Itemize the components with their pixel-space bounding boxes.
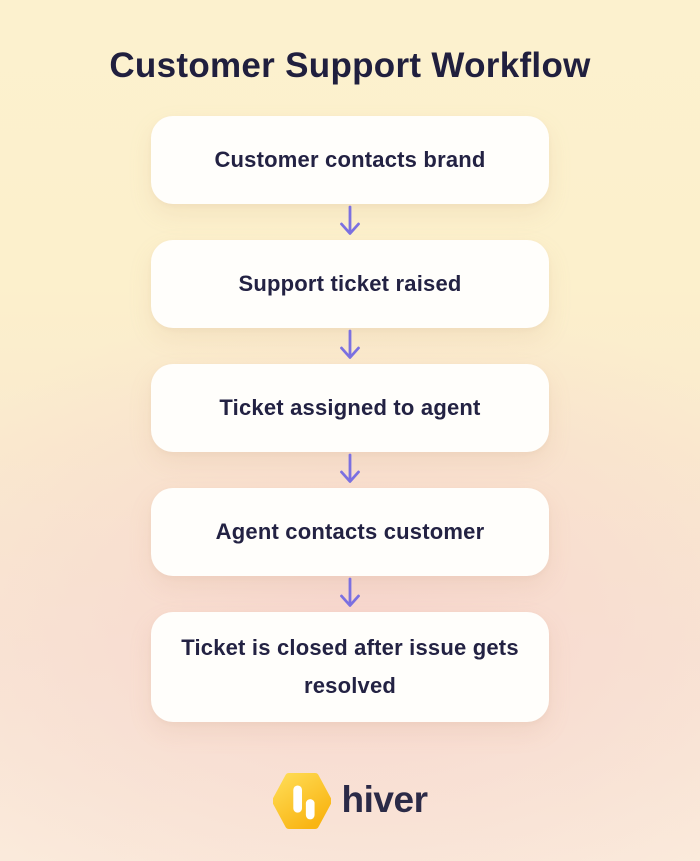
- down-arrow-icon: [340, 577, 360, 607]
- flow-step-label: Ticket assigned to agent: [219, 395, 481, 420]
- down-arrow-icon: [340, 453, 360, 483]
- flow-step-3: Ticket assigned to agent: [151, 364, 549, 452]
- workflow-diagram: Customer contacts brand Support ticket r…: [151, 116, 549, 722]
- flow-step-1: Customer contacts brand: [151, 116, 549, 204]
- flow-step-label: Ticket is closed after issue gets resolv…: [181, 635, 519, 698]
- flow-step-label: Agent contacts customer: [215, 519, 485, 544]
- down-arrow-icon: [340, 329, 360, 359]
- brand-footer: hiver: [272, 770, 428, 832]
- flow-step-4: Agent contacts customer: [151, 488, 549, 576]
- flow-step-5: Ticket is closed after issue gets resolv…: [151, 612, 549, 722]
- down-arrow-icon: [340, 205, 360, 235]
- flow-step-2: Support ticket raised: [151, 240, 549, 328]
- page-title: Customer Support Workflow: [109, 46, 591, 85]
- flow-step-label: Customer contacts brand: [214, 147, 486, 172]
- flow-step-label: Support ticket raised: [238, 271, 462, 296]
- hiver-hexagon-logo-icon: [272, 772, 331, 830]
- brand-name: hiver: [341, 778, 428, 820]
